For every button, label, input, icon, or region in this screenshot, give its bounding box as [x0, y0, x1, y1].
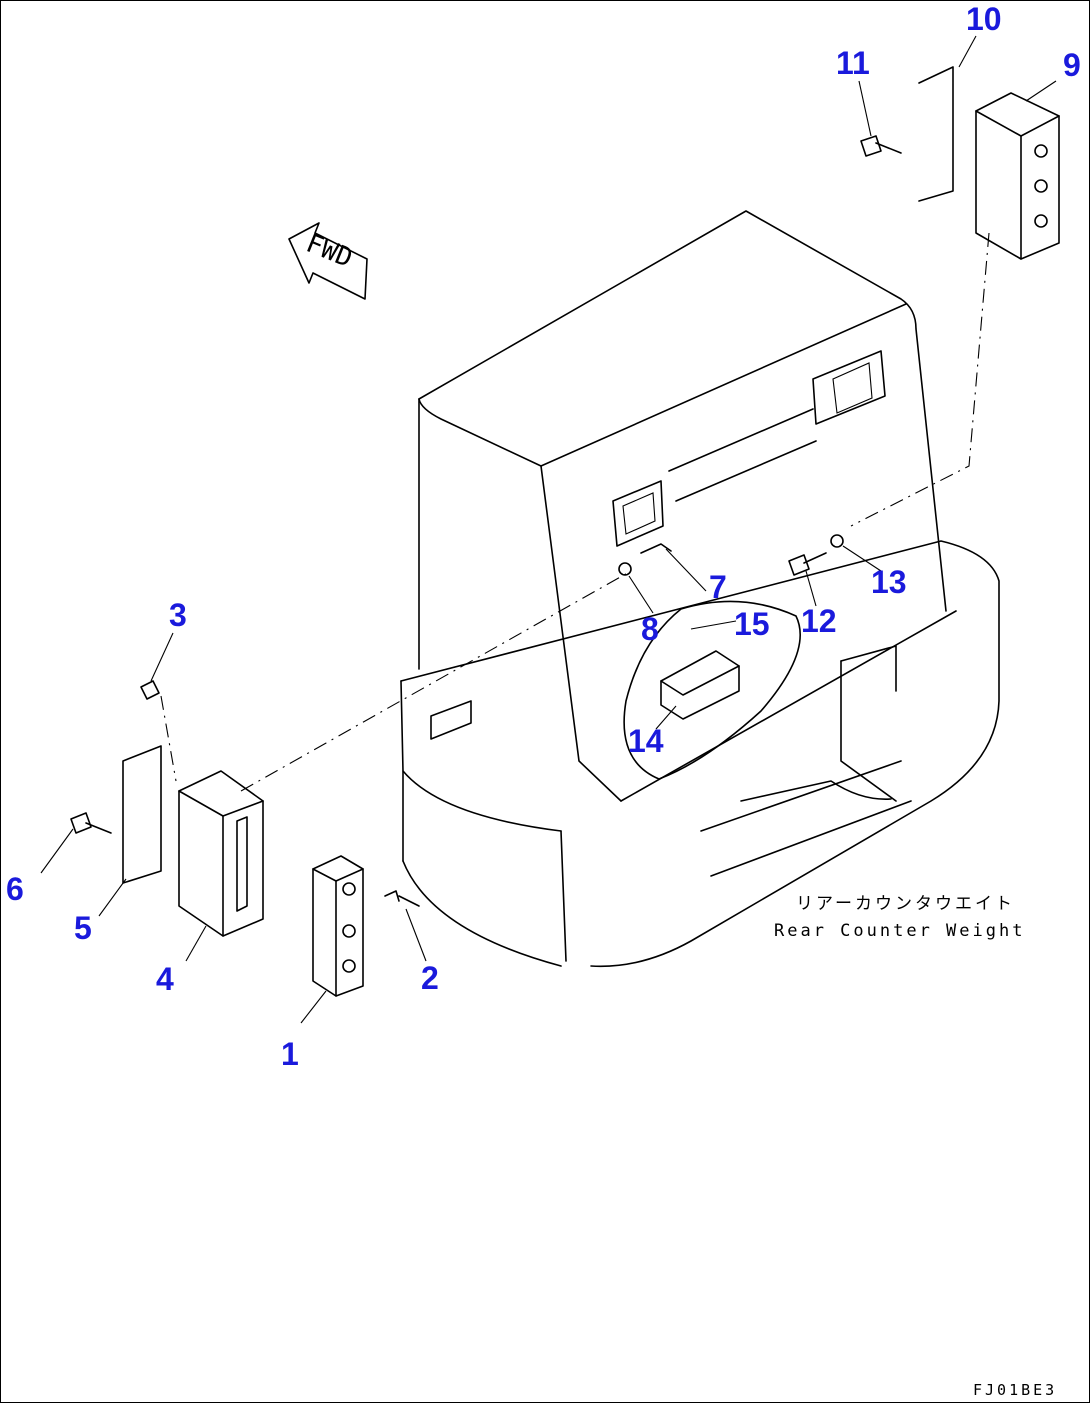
callout-6: 6: [6, 871, 24, 907]
counterweight-base: [400, 540, 1000, 968]
callout-14: 14: [628, 723, 664, 759]
callout-3: 3: [169, 597, 187, 633]
fwd-arrow-text: FWD: [302, 229, 357, 274]
callout-9: 9: [1063, 47, 1081, 83]
callout-11: 11: [836, 45, 870, 81]
callout-10: 10: [966, 1, 1002, 37]
right-lamp-assembly: [918, 66, 1060, 260]
callout-13: 13: [871, 564, 907, 600]
callout-2: 2: [421, 960, 439, 996]
alignment-lines: [160, 232, 990, 792]
callout-4: 4: [156, 961, 174, 997]
leader-lines: [40, 35, 1057, 1024]
counterweight-label-jp: リアーカウンタウエイト: [796, 894, 1015, 914]
callout-7: 7: [709, 569, 727, 605]
callout-15: 15: [734, 606, 770, 642]
fasteners: [70, 135, 902, 907]
callout-8: 8: [641, 611, 659, 647]
drawing-code: FJ01BE3: [973, 1381, 1058, 1399]
callout-5: 5: [74, 910, 92, 946]
left-lamp-assembly: [122, 745, 364, 997]
callout-1: 1: [281, 1036, 299, 1072]
rear-housing: [418, 210, 957, 802]
detail-view: [623, 600, 801, 780]
callout-12: 12: [801, 603, 837, 639]
counterweight-label-en: Rear Counter Weight: [774, 921, 1026, 941]
fwd-arrow-icon: FWD: [288, 222, 368, 300]
